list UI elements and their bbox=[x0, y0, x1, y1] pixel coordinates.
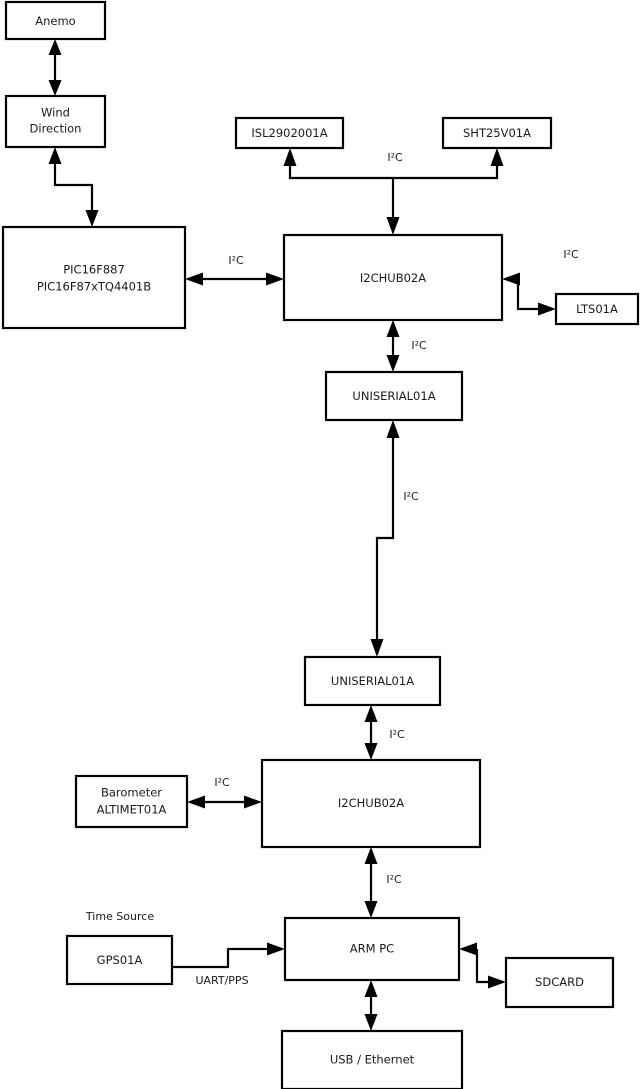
node-isl2902001a-label: ISL2902001A bbox=[251, 126, 327, 140]
node-i2chub02a-top-label: I2CHUB02A bbox=[360, 271, 426, 285]
node-anemo-label: Anemo bbox=[35, 14, 75, 28]
node-i2chub02a-top[interactable]: I2CHUB02A bbox=[282, 233, 504, 322]
node-i2chub02a-bottom-label: I2CHUB02A bbox=[338, 796, 404, 810]
node-anemo[interactable]: Anemo bbox=[4, 0, 107, 41]
edge-hubtop-lts bbox=[502, 272, 556, 316]
edge-uniserial-link bbox=[370, 420, 400, 657]
node-barometer-label-line2: ALTIMET01A bbox=[97, 803, 167, 817]
label-time-source: Time Source bbox=[85, 910, 154, 923]
node-lts01a[interactable]: LTS01A bbox=[554, 292, 640, 326]
node-sht25v01a-label: SHT25V01A bbox=[463, 126, 531, 140]
node-wind-direction[interactable]: Wind Direction bbox=[4, 94, 107, 149]
edge-gps-armpc bbox=[172, 942, 285, 969]
edge-label-hub-uniserial: I²C bbox=[411, 339, 427, 352]
node-sdcard[interactable]: SDCARD bbox=[504, 956, 615, 1009]
edge-barometer-hubbot bbox=[187, 795, 262, 809]
edge-label-gps-armpc: UART/PPS bbox=[195, 974, 248, 987]
node-usb-ethernet[interactable]: USB / Ethernet bbox=[280, 1029, 464, 1089]
edge-label-uniserial-link: I²C bbox=[403, 490, 419, 503]
node-wind-direction-label-line2: Direction bbox=[30, 122, 82, 136]
node-pic16f887-label-line2: PIC16F87xTQ4401B bbox=[37, 280, 151, 294]
node-sht25v01a[interactable]: SHT25V01A bbox=[441, 116, 553, 150]
node-pic16f887[interactable]: PIC16F887 PIC16F87xTQ4401B bbox=[1, 225, 187, 330]
node-arm-pc-label: ARM PC bbox=[350, 942, 394, 956]
node-uniserial01a-top-label: UNISERIAL01A bbox=[352, 389, 435, 403]
edge-hubtop-uniserialtop bbox=[386, 320, 400, 372]
edge-label-uniserial-hubbot: I²C bbox=[389, 728, 405, 741]
node-gps01a[interactable]: GPS01A bbox=[65, 934, 174, 986]
edge-hub-sensors-bus bbox=[283, 148, 504, 235]
node-wind-direction-label-line1: Wind bbox=[41, 106, 70, 120]
node-isl2902001a[interactable]: ISL2902001A bbox=[234, 116, 345, 150]
node-pic16f887-label-line1: PIC16F887 bbox=[63, 263, 125, 277]
node-arm-pc[interactable]: ARM PC bbox=[283, 916, 461, 982]
edge-armpc-sdcard bbox=[459, 942, 506, 989]
node-lts01a-label: LTS01A bbox=[576, 302, 618, 316]
edge-label-pic-hub: I²C bbox=[228, 254, 244, 267]
edge-label-isl-sht-bus: I²C bbox=[387, 151, 403, 164]
edge-armpc-usbeth bbox=[364, 980, 378, 1031]
node-uniserial01a-bottom-label: UNISERIAL01A bbox=[331, 674, 414, 688]
edge-anemo-wind bbox=[48, 39, 62, 96]
edge-label-hub-lts: I²C bbox=[563, 248, 579, 261]
node-uniserial01a-top[interactable]: UNISERIAL01A bbox=[324, 370, 464, 422]
edge-pic-hubtop bbox=[185, 272, 284, 286]
edge-label-barometer-hubbot: I²C bbox=[214, 776, 230, 789]
edge-wind-pic bbox=[48, 147, 99, 227]
node-gps01a-label: GPS01A bbox=[97, 953, 143, 967]
edge-uniserialbot-hubbot bbox=[364, 705, 378, 760]
edge-label-hubbot-armpc: I²C bbox=[386, 873, 402, 886]
edge-hubbot-armpc bbox=[364, 847, 378, 918]
node-barometer-label-line1: Barometer bbox=[101, 786, 162, 800]
node-uniserial01a-bottom[interactable]: UNISERIAL01A bbox=[303, 655, 442, 707]
node-i2chub02a-bottom[interactable]: I2CHUB02A bbox=[260, 758, 482, 849]
node-barometer-altimet01a[interactable]: Barometer ALTIMET01A bbox=[74, 774, 189, 829]
node-usb-ethernet-label: USB / Ethernet bbox=[330, 1053, 415, 1067]
node-sdcard-label: SDCARD bbox=[535, 975, 584, 989]
